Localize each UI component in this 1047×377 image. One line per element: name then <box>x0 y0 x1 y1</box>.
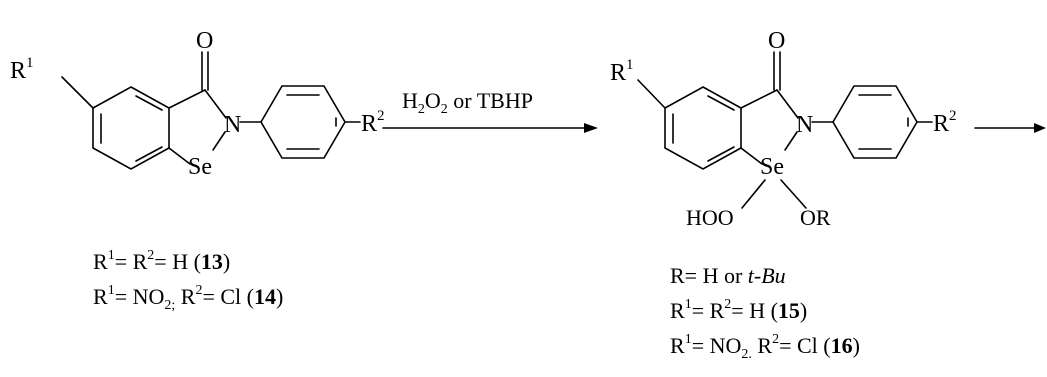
product-alkoxy-label: OR <box>800 205 831 230</box>
product-benzene-ring <box>664 86 742 170</box>
product-nitrogen-label: N <box>796 112 813 138</box>
reactant-legend-line-2: R1= NO2; R2= Cl (14) <box>93 283 283 313</box>
product-structure: R1 O N Se R2 HOO OR <box>610 28 957 230</box>
reactant-r1-label: R1 <box>10 55 34 84</box>
reaction-arrow-2 <box>974 123 1046 133</box>
arrow-head <box>584 123 598 133</box>
reactant-legend: R1= R2= H (13) R1= NO2; R2= Cl (14) <box>93 248 283 313</box>
reactant-nitrogen-label: N <box>224 112 241 138</box>
product-legend-line-1: R1= R2= H (15) <box>670 297 807 323</box>
product-oxygen-label: O <box>768 28 785 54</box>
product-c-carbonyl-bond <box>740 89 778 109</box>
product-sec-bond <box>740 147 763 165</box>
reactant-inner-bond <box>135 95 163 111</box>
reactant-sec-bond <box>168 147 191 165</box>
product-cn-bond <box>776 89 799 119</box>
reactant-cn-bond <box>204 89 227 119</box>
product-selenium-label: Se <box>760 154 784 180</box>
product-aryl-ring <box>832 85 918 159</box>
reactant-c-carbonyl-bond <box>168 89 206 109</box>
reaction-arrow-1 <box>382 123 598 133</box>
reactant-selenium-label: Se <box>188 154 212 180</box>
product-legend-line-2: R1= NO2. R2= Cl (16) <box>670 332 860 362</box>
product-se-or-bond <box>780 179 807 209</box>
reactant-r1-bond <box>61 76 94 109</box>
reactant-structure: R1 O N Se R2 <box>10 28 385 180</box>
reactant-r2-label: R2 <box>361 108 385 137</box>
reactant-nse-bond <box>212 131 226 151</box>
product-r2-label: R2 <box>933 108 957 137</box>
product-legend: R= H or t-Bu R1= R2= H (15) R1= NO2. R2=… <box>670 263 860 362</box>
reactant-aryl-ring <box>260 85 346 159</box>
arrow-reagent-label: H2O2 or TBHP <box>402 88 533 117</box>
product-inner-bond <box>707 95 735 111</box>
arrow-head <box>1034 123 1046 133</box>
product-r1-bond <box>637 79 666 109</box>
product-inner-bond <box>707 146 735 162</box>
reactant-inner-bond <box>135 146 163 162</box>
reactant-oxygen-label: O <box>196 28 213 54</box>
reactant-benzene-ring <box>92 86 170 170</box>
product-nse-bond <box>784 131 798 151</box>
product-se-ooh-bond <box>741 179 766 209</box>
product-hydroperoxy-label: HOO <box>686 205 734 230</box>
reactant-legend-line-1: R1= R2= H (13) <box>93 248 230 274</box>
product-legend-r-line: R= H or t-Bu <box>670 263 786 288</box>
product-r1-label: R1 <box>610 57 634 86</box>
